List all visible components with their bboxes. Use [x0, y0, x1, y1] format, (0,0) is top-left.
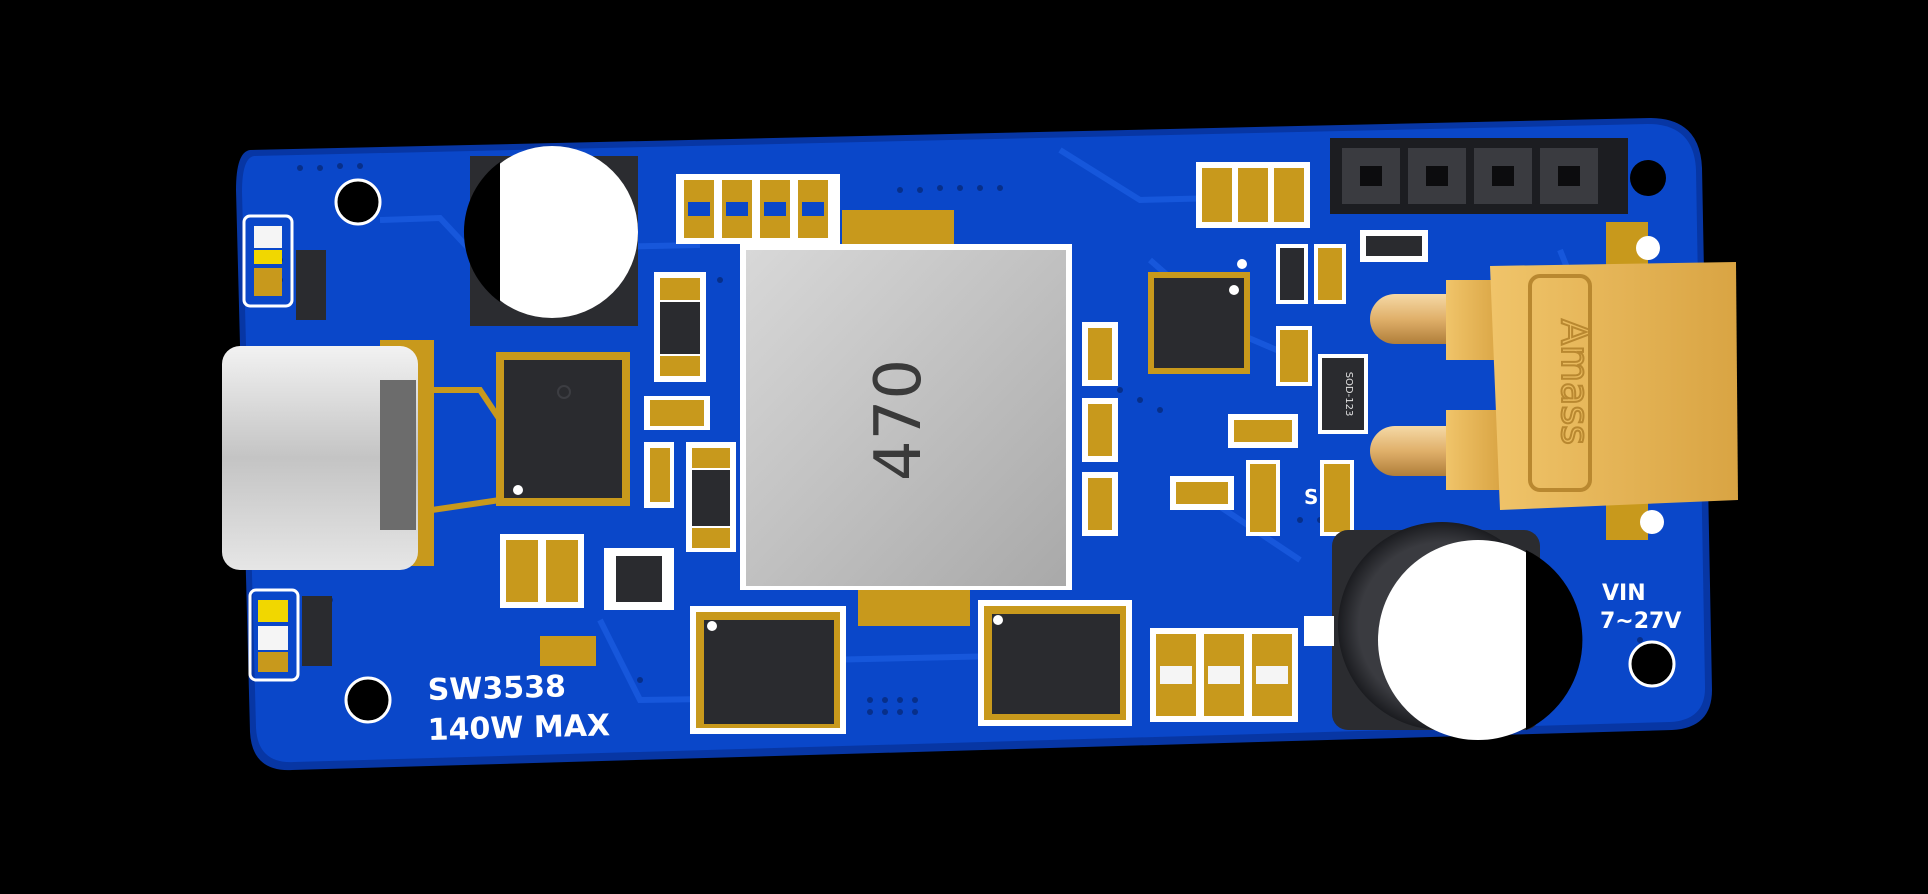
mounting-holes [334, 160, 1676, 724]
smd-bottom-left [500, 534, 674, 666]
input-label: VIN [1602, 581, 1646, 606]
smd-left-top [242, 214, 326, 320]
smd-column-right [1082, 322, 1118, 536]
inductor-marking: 470 [862, 359, 936, 481]
silkscreen-labels: SW3538 140W MAX VIN 7~27V [427, 581, 1681, 748]
connector-brand: Amass [1553, 319, 1597, 445]
smd-misc-middle: S [1170, 414, 1354, 536]
pin-header: V [1330, 138, 1628, 214]
pad-letter: S [1304, 485, 1318, 509]
smd-array-bottom [1150, 616, 1334, 722]
mosfet-bottom-right [978, 600, 1132, 726]
controller-label: SW3538 [427, 669, 566, 708]
mosfet-bottom-left [690, 606, 846, 734]
diode-marking: SOD-123 [1343, 372, 1354, 417]
power-label: 140W MAX [427, 708, 610, 748]
xt60-connector: Amass [1370, 222, 1738, 540]
power-inductor: 470 [740, 210, 1072, 626]
smd-column-left [644, 272, 736, 552]
usb-c-connector [222, 340, 503, 570]
mosfet-left [496, 352, 630, 506]
capacitor-top-left [463, 146, 638, 326]
smd-array-top [676, 174, 840, 244]
smd-array-right [1196, 162, 1428, 386]
controller-chip [1148, 259, 1250, 374]
diode: SOD-123 [1318, 354, 1368, 434]
input-range: 7~27V [1600, 609, 1681, 634]
smd-left-bottom [248, 588, 332, 682]
capacitor-bottom-right [1332, 522, 1583, 740]
